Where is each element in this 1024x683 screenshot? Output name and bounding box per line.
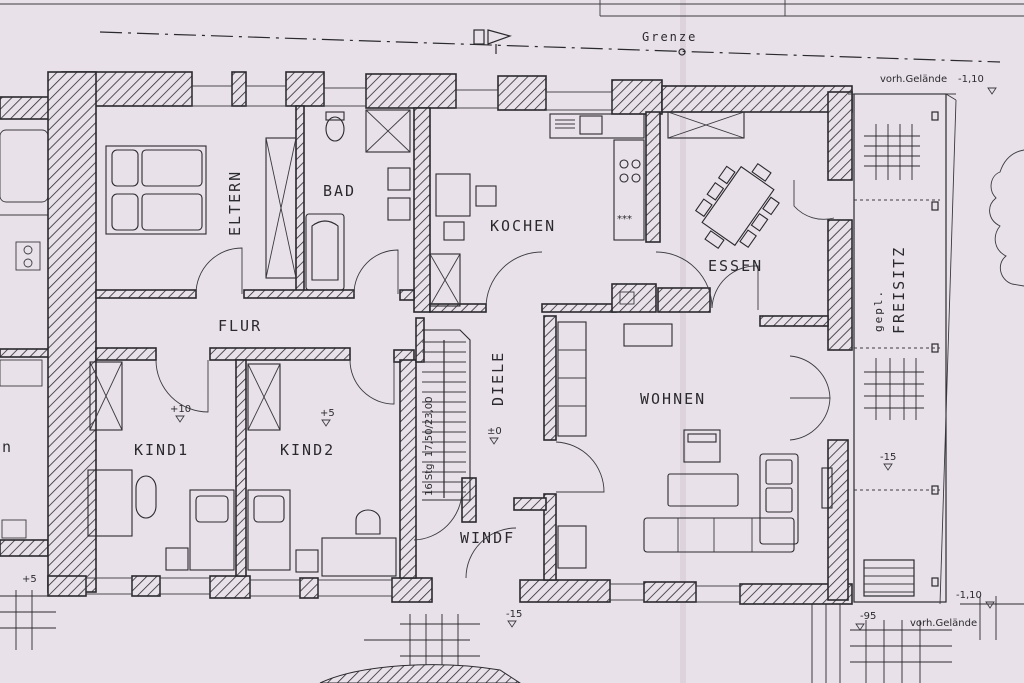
property-boundary [0,0,1024,63]
terrace [848,93,957,605]
level-kind1: +10 [170,404,191,415]
room-label-flur: FLUR [218,317,262,335]
stair-annotation: 16 Stg. 17,50/23,00 [424,396,435,496]
room-label-essen: ESSEN [708,257,763,275]
windows [85,85,741,603]
level-kind2: +5 [320,408,335,419]
bottom-hatched-area [319,664,521,683]
living-room-furniture [557,321,833,569]
level-bottom-right: -1,10 [956,590,982,601]
level-diele: ±0 [487,426,502,437]
room-label-kind2: KIND2 [280,441,335,459]
kind2-furniture [247,363,397,577]
level-terrace-steps: -95 [860,611,876,622]
room-label-kind1: KIND1 [134,441,189,459]
room-label-bad: BAD [323,182,356,200]
vorh-gelaende-top: vorh.Gelände [880,74,947,85]
meter-symbol-icon [473,29,512,54]
level-marker-icon [987,87,997,95]
bathroom-fixtures [305,109,411,291]
level-marker-icon [507,620,517,628]
paper-fold-shadow [680,0,686,683]
level-left-outside: +5 [22,574,37,585]
left-cut-text: n [2,438,13,456]
kitchen-table [429,173,497,307]
level-top-right: -1,10 [958,74,984,85]
double-bed [105,145,207,235]
tree-outline [989,149,1024,287]
level-marker-icon [883,463,893,471]
wardrobe [265,137,297,279]
room-label-windf: WINDF [460,529,515,547]
inner-walls [95,105,829,581]
staircase [422,329,471,501]
level-freisitz: -15 [880,452,896,463]
oven-dial-marks: *** [617,214,632,225]
room-label-freisitz-prefix: gepl. [872,289,885,332]
room-label-kochen: KOCHEN [490,217,556,235]
kind1-furniture [87,361,235,571]
room-label-eltern: ELTERN [226,170,244,236]
level-marker-icon [855,623,865,631]
level-marker-icon [489,437,499,445]
kitchen-counter: *** [549,113,645,241]
dining-table [667,111,780,250]
outer-walls [47,71,853,605]
exterior-grid-marks [0,590,1024,683]
level-marker-icon [985,601,995,609]
level-marker-icon [175,415,185,423]
vorh-gelaende-bottom: vorh.Gelände [910,618,977,629]
room-label-diele: DIELE [489,351,507,406]
grenze-label: Grenze [642,30,697,44]
level-marker-icon [321,419,331,427]
room-label-freisitz: FREISITZ [890,246,908,334]
level-entrance: -15 [506,609,522,620]
room-label-wohnen: WOHNEN [640,390,706,408]
